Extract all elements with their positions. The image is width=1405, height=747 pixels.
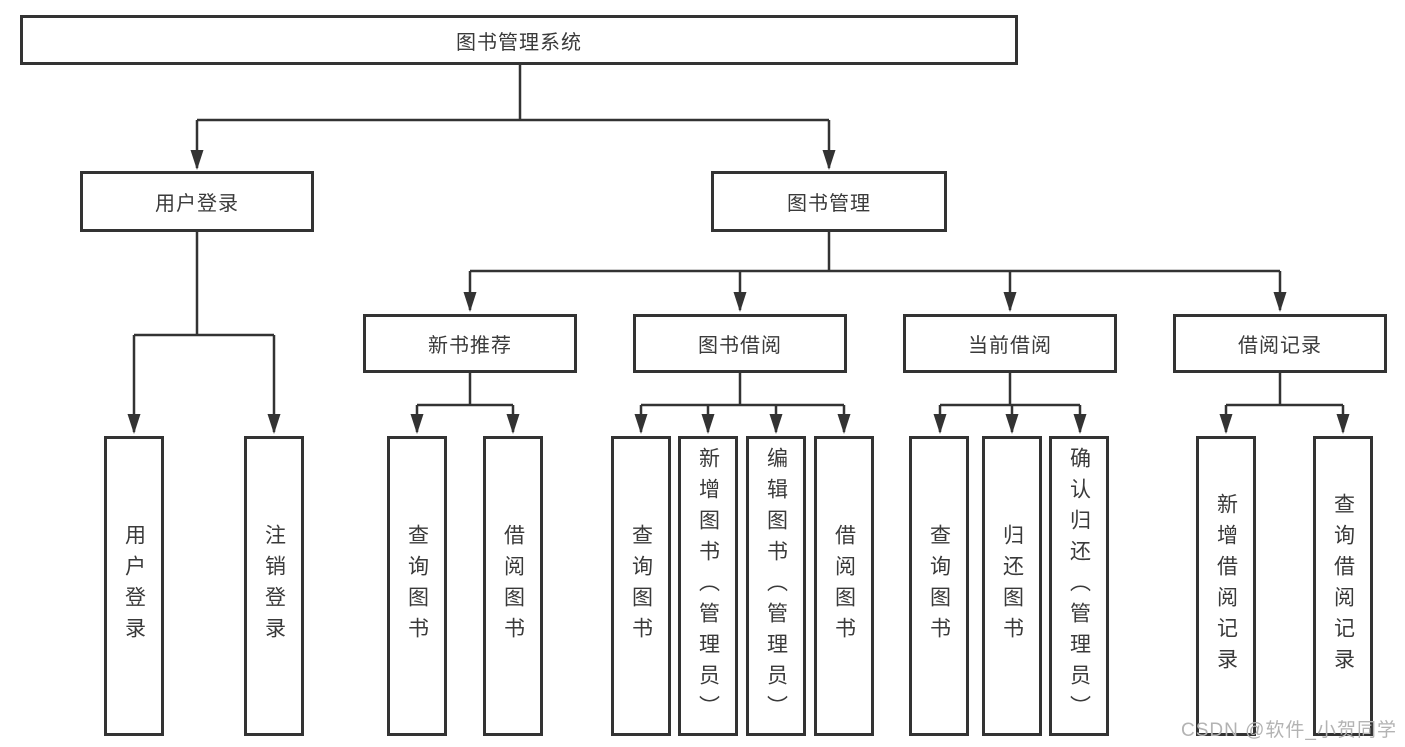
leaf-rec-query-books: 查询图书 [387,436,447,736]
leaf-borrow-edit-books-admin: 编辑图书（管理员） [746,436,806,736]
connector-current-trunk [940,373,1080,407]
leaf-rec-borrow-books: 借阅图书 [483,436,543,736]
node-book-management: 图书管理 [711,171,947,232]
connector-rec-trunk [417,373,513,407]
leaf-current-confirm-return-admin: 确认归还（管理员） [1049,436,1109,736]
leaf-borrow-add-books-admin: 新增图书（管理员） [678,436,738,736]
leaf-borrow-borrow-books: 借阅图书 [814,436,874,736]
connector-root-trunk [197,65,829,122]
connector-login-trunk [134,232,274,337]
node-library-management-system: 图书管理系统 [20,15,1018,65]
node-book-borrowing: 图书借阅 [633,314,847,373]
node-user-login: 用户登录 [80,171,314,232]
leaf-current-query-books: 查询图书 [909,436,969,736]
node-borrowing-records: 借阅记录 [1173,314,1387,373]
node-new-book-recommend: 新书推荐 [363,314,577,373]
node-current-borrowing: 当前借阅 [903,314,1117,373]
connector-mgmt-trunk [470,232,1280,273]
csdn-watermark: CSDN @软件_小贺同学 [1181,720,1397,741]
leaf-record-add-borrow-record: 新增借阅记录 [1196,436,1256,736]
leaf-borrow-query-books: 查询图书 [611,436,671,736]
connector-record-trunk [1226,373,1343,407]
connector-borrow-trunk [641,373,844,407]
leaf-user-login: 用户登录 [104,436,164,736]
leaf-logout: 注销登录 [244,436,304,736]
leaf-current-return-books: 归还图书 [982,436,1042,736]
leaf-record-query-borrow-record: 查询借阅记录 [1313,436,1373,736]
